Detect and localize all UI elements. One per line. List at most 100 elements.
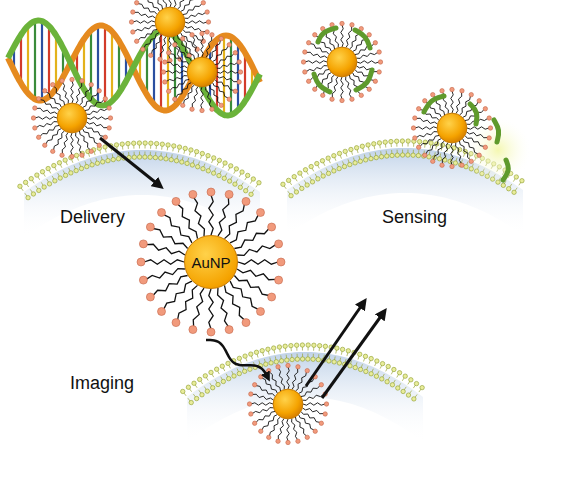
- ligand-head: [305, 368, 309, 372]
- lipid-head: [260, 348, 264, 352]
- ligand-head: [36, 135, 40, 139]
- ligand-chain: [183, 4, 202, 15]
- ligand-chain: [192, 36, 198, 57]
- lipid-head: [266, 347, 270, 351]
- gold-nanoparticle: [301, 21, 382, 102]
- base-pair: [146, 43, 148, 95]
- ligand-head: [227, 97, 231, 101]
- lipid-head: [412, 397, 416, 401]
- lipid-head: [185, 161, 189, 165]
- ligand-chain: [79, 131, 90, 150]
- lipid-head: [180, 160, 184, 164]
- lipid-head: [385, 154, 389, 158]
- ligand-chain: [302, 408, 323, 414]
- lipid-head: [195, 165, 199, 169]
- ligand-head: [373, 79, 377, 83]
- lipid-head: [369, 156, 373, 160]
- lipid-head: [131, 141, 135, 145]
- lipid-head: [397, 371, 401, 375]
- lipid-head: [411, 153, 415, 157]
- lipid-head: [294, 343, 298, 347]
- lipid-head: [106, 158, 110, 162]
- ligand-chain: [287, 419, 289, 441]
- lipid-head: [390, 383, 394, 387]
- ligand-head: [306, 41, 310, 45]
- ligand-chain: [237, 269, 276, 280]
- lipid-head: [283, 344, 287, 348]
- ligand-chain: [160, 0, 166, 8]
- lipid-head: [114, 143, 118, 147]
- ligand-head: [416, 107, 420, 111]
- ligand-head: [313, 429, 317, 433]
- lipid-head: [63, 173, 67, 177]
- ligand-head: [163, 80, 167, 84]
- ligand-head: [487, 136, 491, 140]
- ligand-head: [350, 97, 354, 101]
- ligand-chain: [234, 276, 269, 296]
- ligand-head: [440, 163, 444, 167]
- base-pair: [41, 21, 43, 100]
- ligand-chain: [35, 117, 57, 119]
- ligand-head: [477, 153, 481, 157]
- ligand-chain: [170, 79, 189, 90]
- ligand-chain: [76, 82, 82, 103]
- base-pair: [27, 26, 29, 94]
- ligand-head: [166, 51, 170, 55]
- ligand-chain: [225, 204, 245, 239]
- ligand-head: [200, 108, 204, 112]
- ligand-chain: [85, 100, 104, 111]
- ligand-head: [158, 57, 162, 61]
- ligand-chain: [234, 229, 269, 249]
- gold-nanoparticle: [161, 31, 242, 112]
- lipid-head: [53, 179, 57, 183]
- lipid-head: [211, 171, 215, 175]
- analyte-strand: [356, 70, 372, 90]
- lipid-head: [385, 380, 389, 384]
- lipid-head: [100, 160, 104, 164]
- ligand-head: [340, 98, 344, 102]
- lipid-head: [374, 374, 378, 378]
- lipid-head: [364, 369, 368, 373]
- ligand-chain: [287, 367, 289, 389]
- ligand-head: [413, 136, 417, 140]
- cell-interior: [24, 150, 260, 237]
- ligand-chain: [54, 86, 65, 105]
- lipid-head: [358, 159, 362, 163]
- ligand-chain: [206, 86, 212, 107]
- ligand-chain: [459, 141, 470, 160]
- ligand-head: [305, 435, 309, 439]
- lipid-head: [416, 153, 420, 157]
- lipid-head: [346, 349, 350, 353]
- ligand-head: [301, 60, 305, 64]
- lipid-head: [85, 164, 89, 168]
- lipid-head: [290, 357, 294, 361]
- lipid-head: [348, 162, 352, 166]
- ligand-head: [313, 33, 317, 37]
- ligand-head: [377, 70, 381, 74]
- lipid-head: [200, 151, 204, 155]
- ligand-chain: [166, 76, 187, 82]
- base-pair: [104, 26, 106, 105]
- lipid-head: [238, 185, 242, 189]
- lipid-head: [90, 163, 94, 167]
- ligand-head: [259, 429, 263, 433]
- ligand-head: [330, 97, 334, 101]
- ligand-head: [201, 1, 205, 5]
- lipid-head: [79, 166, 83, 170]
- ligand-chain: [177, 0, 188, 9]
- lipid-head: [189, 400, 193, 404]
- lipid-head: [217, 173, 221, 177]
- analyte-strand: [470, 104, 477, 124]
- lipid-head: [394, 139, 398, 143]
- ligand-head: [173, 97, 177, 101]
- ligand-head: [141, 47, 145, 51]
- lipid-head: [209, 370, 213, 374]
- ligand-chain: [238, 260, 278, 264]
- base-pair: [230, 37, 232, 115]
- lipid-head: [380, 361, 384, 365]
- ligand-head: [206, 20, 210, 24]
- lipid-head: [74, 168, 78, 172]
- ligand-head: [350, 23, 354, 27]
- ligand-head: [275, 240, 283, 248]
